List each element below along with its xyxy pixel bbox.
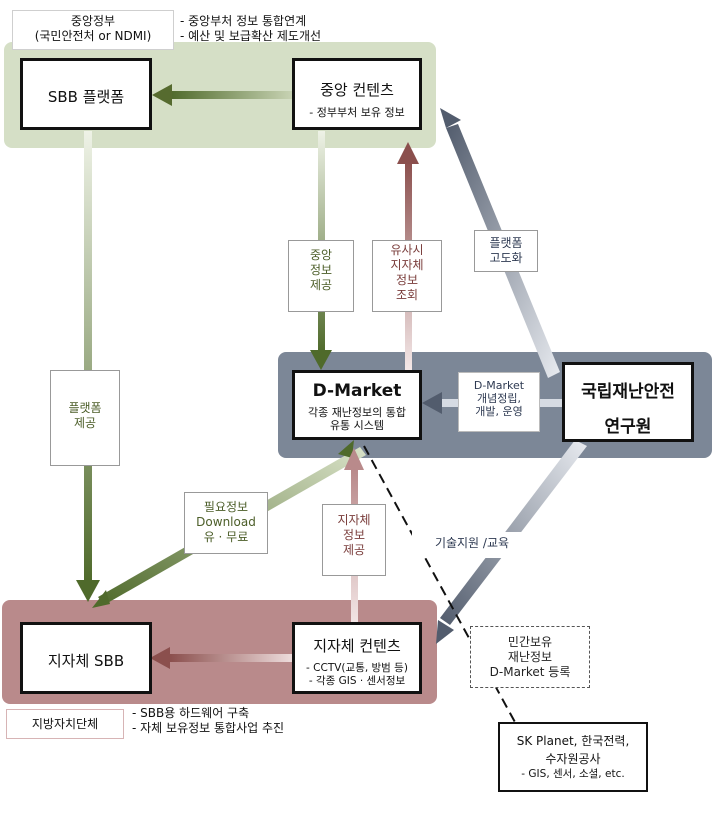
private-info-line3: D-Market 등록 — [489, 665, 571, 679]
central-note-2: - 예산 및 보급확산 제도개선 — [180, 29, 322, 43]
required-info-label: 필요정보 Download 유 · 무료 — [184, 492, 268, 554]
central-info-line3: 제공 — [309, 278, 333, 292]
central-contents-box: 중앙 컨텐츠 - 정부부처 보유 정보 — [292, 58, 422, 130]
required-info-line1: 필요정보 — [203, 500, 249, 514]
platform-provide-line1: 플랫폼 — [68, 401, 102, 415]
dmarket-sub2: 유통 시스템 — [329, 419, 385, 432]
ndmi-line1: 국립재난안전 — [581, 382, 675, 402]
platform-provide-label: 플랫폼 제공 — [50, 370, 120, 466]
private-info-line2: 재난정보 — [507, 650, 553, 664]
local-contents-sub2: - 각종 GIS · 센서정보 — [308, 675, 406, 687]
private-info-label: 민간보유 재난정보 D-Market 등록 — [470, 626, 590, 688]
ndmi-role-label: D-Market 개념정립, 개발, 운영 — [458, 372, 540, 432]
ndmi-line2: 연구원 — [604, 417, 652, 437]
central-info-label: 중앙 정보 제공 — [288, 240, 354, 312]
required-info-line3: 유 · 무료 — [203, 530, 249, 544]
local-contents-title: 지자체 컨텐츠 — [313, 637, 401, 655]
similar-local-info-label: 유사시 지자체 정보 조회 — [372, 240, 442, 312]
platform-upgrade-label: 플랫폼 고도화 — [474, 230, 538, 272]
local-org-text: 지방자치단체 — [31, 717, 99, 731]
tech-support-text: 기술지원 /교육 — [434, 536, 510, 550]
central-contents-sub: - 정부부처 보유 정보 — [309, 106, 405, 119]
ndmi-role-line2: 개념정립, — [477, 392, 521, 405]
local-note-2: - 자체 보유정보 통합사업 추진 — [132, 721, 285, 735]
local-notes: - SBB용 하드웨어 구축 - 자체 보유정보 통합사업 추진 — [132, 706, 284, 736]
central-government-label: 중앙정부 (국민안전처 or NDMI) — [12, 10, 174, 50]
central-org-line2: (국민안전처 or NDMI) — [34, 29, 152, 43]
ndmi-role-line3: 개발, 운영 — [475, 405, 523, 418]
ndmi-role-line1: D-Market — [473, 379, 525, 392]
private-line3: - GIS, 센서, 소셜, etc. — [521, 768, 625, 780]
dmarket-box: D-Market 각종 재난정보의 통합 유통 시스템 — [292, 370, 422, 440]
sbb-platform-box: SBB 플랫폼 — [20, 58, 152, 130]
similar-local-line3: 정보 — [395, 273, 419, 287]
similar-local-line2: 지자체 — [390, 258, 424, 272]
local-info-line2: 정보 — [342, 528, 366, 542]
ndmi-box: 국립재난안전 연구원 — [562, 362, 694, 442]
private-info-line1: 민간보유 — [507, 635, 553, 649]
platform-upgrade-line1: 플랫폼 — [489, 236, 523, 250]
local-info-label: 지자체 정보 제공 — [322, 504, 386, 576]
private-companies-box: SK Planet, 한국전력, 수자원공사 - GIS, 센서, 소셜, et… — [498, 722, 648, 792]
similar-local-line4: 조회 — [395, 288, 419, 302]
local-government-label: 지방자치단체 — [6, 709, 124, 739]
sbb-platform-label: SBB 플랫폼 — [47, 88, 125, 106]
local-contents-box: 지자체 컨텐츠 - CCTV(교통, 방범 등) - 각종 GIS · 센서정보 — [292, 622, 422, 694]
central-note-1: - 중앙부처 정보 통합연계 — [180, 14, 307, 28]
similar-local-line1: 유사시 — [390, 243, 424, 257]
central-info-line1: 중앙 — [309, 248, 333, 262]
local-contents-sub1: - CCTV(교통, 방범 등) — [306, 662, 408, 674]
platform-upgrade-line2: 고도화 — [489, 251, 523, 265]
required-info-line2: Download — [196, 515, 256, 529]
local-sbb-label: 지자체 SBB — [47, 652, 125, 670]
central-contents-title: 중앙 컨텐츠 — [320, 81, 394, 99]
local-info-line1: 지자체 — [337, 513, 371, 527]
local-note-1: - SBB용 하드웨어 구축 — [132, 706, 250, 720]
central-notes: - 중앙부처 정보 통합연계 - 예산 및 보급확산 제도개선 — [180, 14, 321, 44]
dmarket-sub1: 각종 재난정보의 통합 — [307, 406, 407, 419]
tech-support-label: 기술지원 /교육 — [412, 532, 532, 558]
private-line2: 수자원공사 — [545, 752, 601, 766]
central-info-line2: 정보 — [309, 263, 333, 277]
local-sbb-box: 지자체 SBB — [20, 622, 152, 694]
private-line1: SK Planet, 한국전력, — [516, 734, 630, 748]
dmarket-title: D-Market — [312, 381, 402, 401]
central-org-line1: 중앙정부 — [70, 14, 116, 28]
local-info-line3: 제공 — [342, 543, 366, 557]
platform-provide-line2: 제공 — [73, 416, 97, 430]
